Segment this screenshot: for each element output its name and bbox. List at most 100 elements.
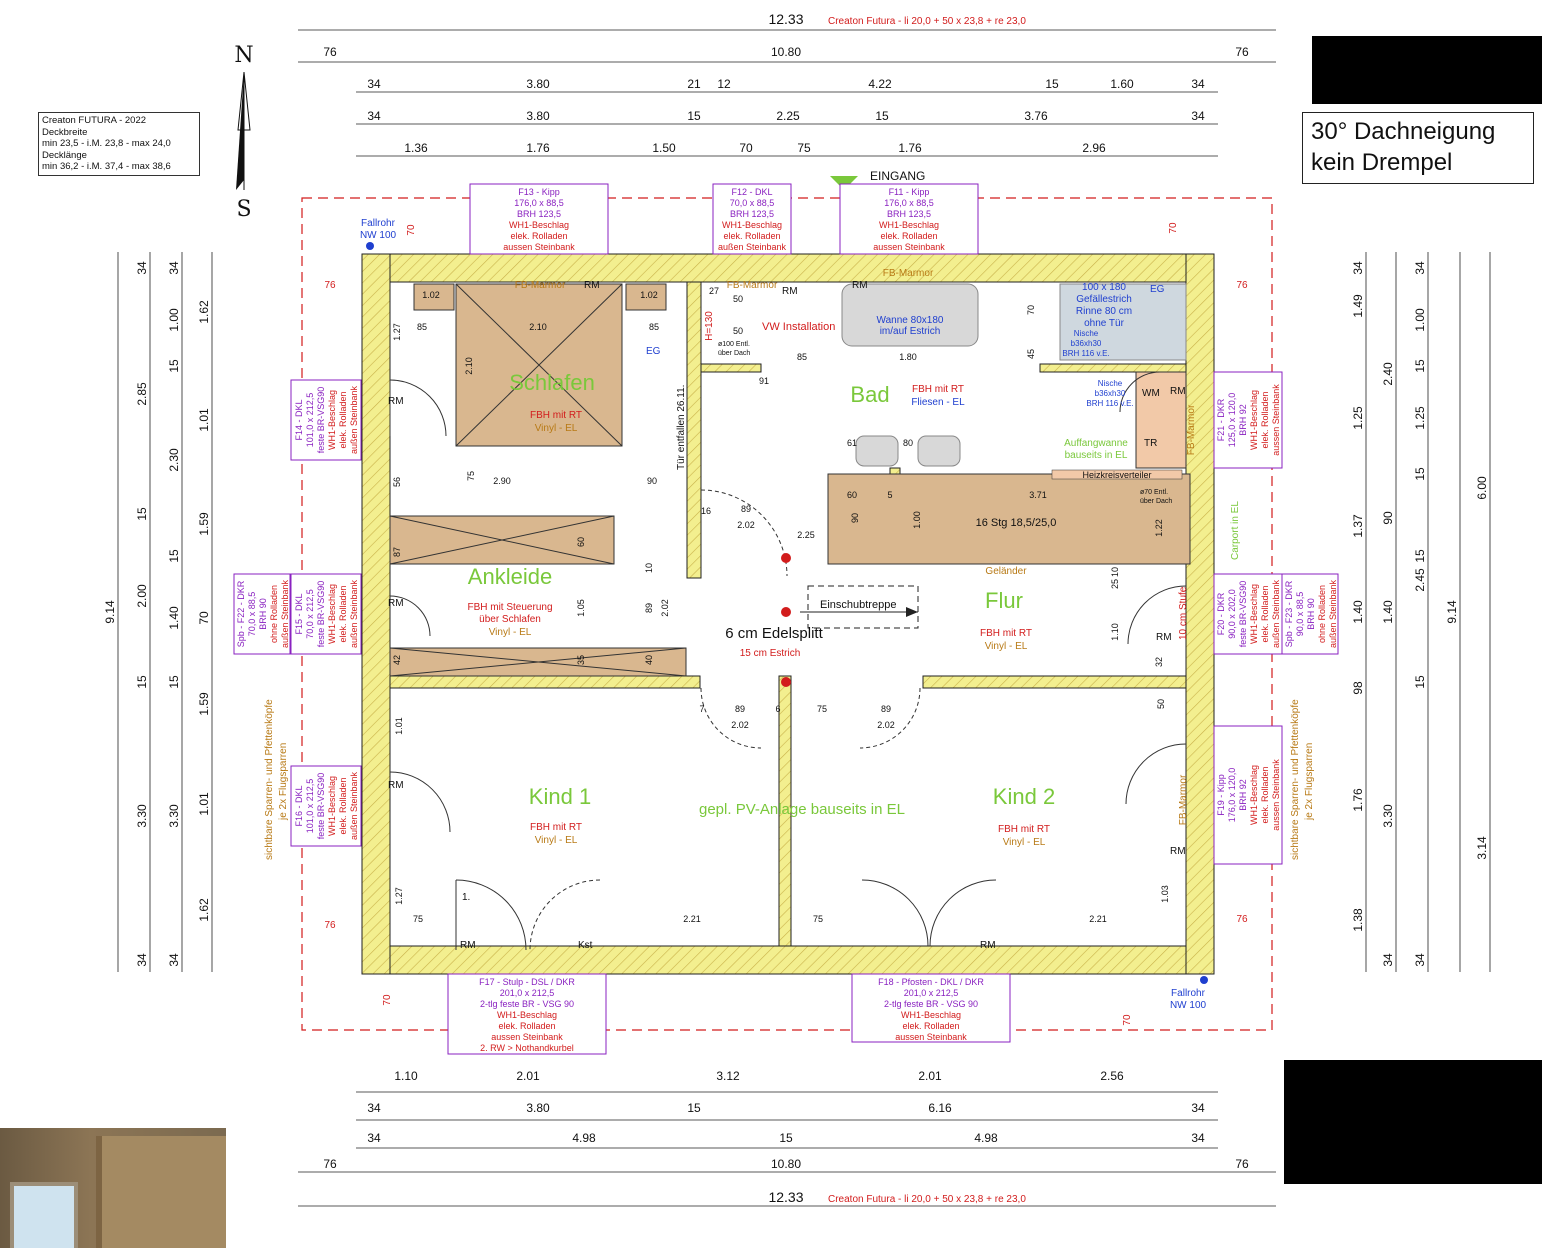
svg-text:15: 15: [1045, 77, 1059, 91]
svg-text:176,0 x 88,5: 176,0 x 88,5: [514, 198, 564, 208]
svg-text:1.40: 1.40: [167, 606, 181, 630]
svg-text:16 Stg 18,5/25,0: 16 Stg 18,5/25,0: [976, 517, 1057, 529]
svg-text:WH1-Beschlag: WH1-Beschlag: [509, 220, 569, 230]
svg-text:1.02: 1.02: [422, 290, 440, 300]
notes: 6 cm Edelsplitt 15 cm Estrich gepl. PV-A…: [264, 169, 1315, 1011]
svg-text:Wanne 80x180: Wanne 80x180: [877, 315, 944, 326]
svg-text:Tür entfallen 26.11.: Tür entfallen 26.11.: [676, 385, 687, 470]
svg-text:1.36: 1.36: [404, 141, 428, 155]
room-ankleide: Ankleide: [468, 564, 552, 589]
svg-text:12.33: 12.33: [768, 1189, 803, 1205]
svg-text:90: 90: [1381, 511, 1395, 525]
svg-text:70,0 x 88,5: 70,0 x 88,5: [247, 592, 257, 637]
svg-text:1.22: 1.22: [1154, 519, 1164, 537]
svg-text:außen Steinbank: außen Steinbank: [349, 771, 359, 840]
svg-text:elek. Rolladen: elek. Rolladen: [880, 231, 937, 241]
svg-text:9.14: 9.14: [103, 600, 117, 624]
svg-text:6.16: 6.16: [928, 1101, 952, 1115]
svg-text:1.01: 1.01: [394, 717, 404, 735]
svg-text:Nische: Nische: [1074, 329, 1099, 338]
svg-text:elek. Rolladen: elek. Rolladen: [338, 391, 348, 448]
svg-text:WH1-Beschlag: WH1-Beschlag: [722, 220, 782, 230]
svg-text:12.33: 12.33: [768, 11, 803, 27]
svg-text:85: 85: [417, 322, 427, 332]
svg-text:10: 10: [1110, 567, 1120, 577]
svg-text:16: 16: [701, 506, 711, 516]
svg-text:3.14: 3.14: [1475, 836, 1489, 860]
svg-text:1.25: 1.25: [1351, 406, 1365, 430]
svg-text:70: 70: [1168, 222, 1179, 234]
svg-text:F13 - Kipp: F13 - Kipp: [518, 187, 560, 197]
svg-text:89: 89: [735, 704, 745, 714]
svg-text:FB-Marmor: FB-Marmor: [883, 268, 934, 279]
svg-text:feste BR-VSG90: feste BR-VSG90: [1238, 581, 1248, 648]
svg-text:34: 34: [1413, 261, 1427, 275]
svg-text:elek. Rolladen: elek. Rolladen: [723, 231, 780, 241]
svg-text:2.30: 2.30: [167, 448, 181, 472]
svg-text:aussen Steinbank: aussen Steinbank: [1271, 384, 1281, 456]
attic-hatch[interactable]: [807, 585, 919, 629]
dim-lines: [117, 29, 1491, 1207]
svg-text:1.03: 1.03: [1160, 885, 1170, 903]
svg-text:125,0 x 120,0: 125,0 x 120,0: [1227, 393, 1237, 448]
svg-text:feste BR-VSG90: feste BR-VSG90: [316, 773, 326, 840]
svg-text:76: 76: [1235, 1157, 1249, 1171]
svg-text:34: 34: [1381, 953, 1395, 967]
svg-text:EG: EG: [1150, 284, 1165, 295]
svg-text:Vinyl - EL: Vinyl - EL: [1003, 837, 1046, 848]
svg-text:15: 15: [1413, 549, 1427, 563]
svg-text:34: 34: [1191, 1131, 1205, 1145]
svg-text:9.14: 9.14: [1445, 600, 1459, 624]
svg-text:über Dach: über Dach: [718, 350, 750, 357]
svg-text:34: 34: [367, 109, 381, 123]
svg-text:12: 12: [717, 77, 731, 91]
svg-text:3.80: 3.80: [526, 109, 550, 123]
svg-text:WH1-Beschlag: WH1-Beschlag: [879, 220, 939, 230]
svg-text:90,0 x 202,0: 90,0 x 202,0: [1227, 589, 1237, 639]
doors: [389, 371, 1187, 951]
svg-text:34: 34: [1191, 77, 1205, 91]
svg-text:2.40: 2.40: [1381, 362, 1395, 386]
svg-text:1.40: 1.40: [1351, 600, 1365, 624]
svg-text:elek. Rolladen: elek. Rolladen: [498, 1021, 555, 1031]
svg-text:50: 50: [733, 294, 743, 304]
svg-text:10: 10: [644, 563, 654, 573]
svg-text:Carport in EL: Carport in EL: [1230, 501, 1241, 560]
svg-text:45: 45: [1026, 349, 1036, 359]
sink-2: [917, 435, 961, 467]
svg-text:2.56: 2.56: [1100, 1069, 1124, 1083]
svg-text:15: 15: [875, 109, 889, 123]
red-markers: [366, 242, 1208, 984]
svg-text:Vinyl - EL: Vinyl - EL: [985, 641, 1028, 652]
svg-text:RM: RM: [460, 940, 476, 951]
svg-text:176,0 x 120,0: 176,0 x 120,0: [1227, 768, 1237, 823]
door-frame: [96, 1136, 226, 1248]
svg-text:außen Steinbank: außen Steinbank: [349, 385, 359, 454]
svg-text:2.21: 2.21: [1089, 914, 1107, 924]
svg-text:Creaton Futura - li 20,0 + 50: Creaton Futura - li 20,0 + 50 x 23,8 + r…: [828, 1194, 1026, 1205]
svg-text:1.37: 1.37: [1351, 514, 1365, 538]
svg-text:2.00: 2.00: [135, 584, 149, 608]
svg-text:1.50: 1.50: [652, 141, 676, 155]
svg-text:BRH 123,5: BRH 123,5: [887, 209, 931, 219]
svg-text:15: 15: [687, 1101, 701, 1115]
svg-text:15 cm Estrich: 15 cm Estrich: [740, 648, 801, 659]
svg-text:1.27: 1.27: [394, 887, 404, 905]
room-bad: Bad: [850, 382, 889, 407]
svg-text:BRH 116 v.E.: BRH 116 v.E.: [1086, 399, 1133, 408]
marks: RM RM RM RM RM RM RM RM RM RM RM EG EG W…: [324, 222, 1248, 1026]
svg-text:FBH mit Steuerung: FBH mit Steuerung: [467, 602, 552, 613]
svg-text:Vinyl - EL: Vinyl - EL: [489, 627, 532, 638]
svg-text:NW 100: NW 100: [360, 230, 397, 241]
svg-text:elek. Rolladen: elek. Rolladen: [1260, 585, 1270, 642]
svg-text:2. RW > Nothandkurbel: 2. RW > Nothandkurbel: [480, 1043, 574, 1053]
svg-text:im/auf Estrich: im/auf Estrich: [880, 326, 941, 337]
svg-text:1.76: 1.76: [898, 141, 922, 155]
svg-text:2.21: 2.21: [683, 914, 701, 924]
svg-text:F20 - DKR: F20 - DKR: [1216, 592, 1226, 635]
svg-text:1.25: 1.25: [1413, 406, 1427, 430]
top-dimensions: 12.33 Creaton Futura - li 20,0 + 50 x 23…: [323, 11, 1249, 155]
svg-text:2-tlg feste BR - VSG 90: 2-tlg feste BR - VSG 90: [884, 999, 978, 1009]
svg-text:WH1-Beschlag: WH1-Beschlag: [327, 390, 337, 450]
svg-text:ohne Rolladen: ohne Rolladen: [269, 585, 279, 643]
